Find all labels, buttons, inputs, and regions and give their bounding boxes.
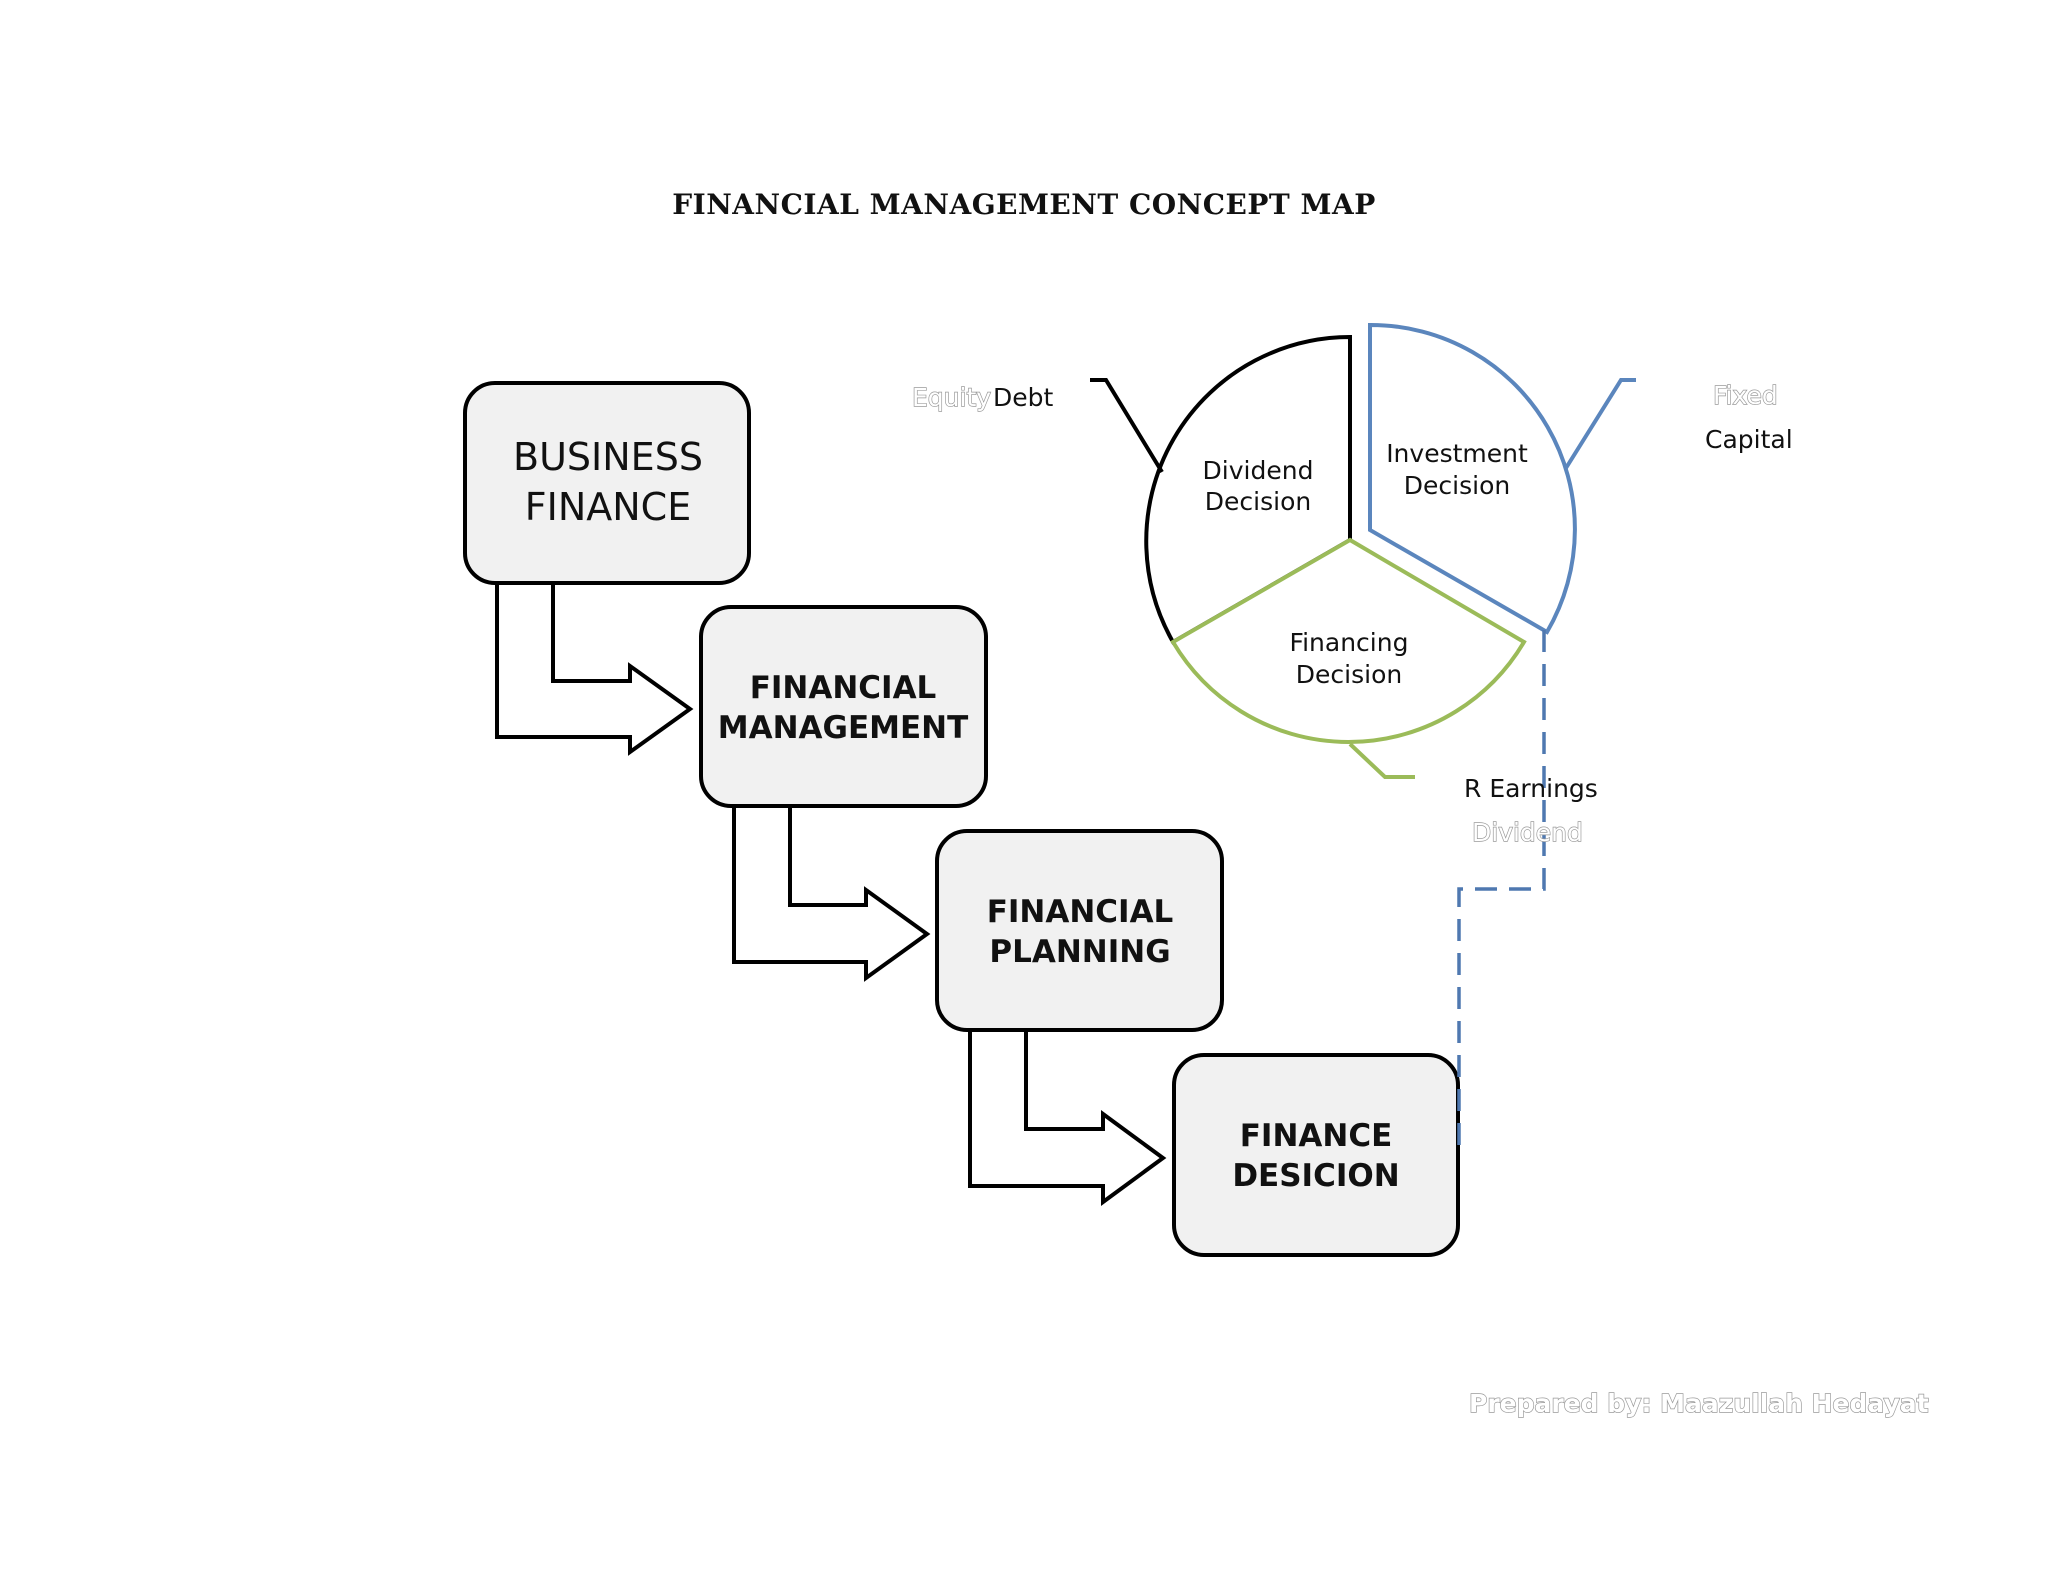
pie-label-financing-line1: Financing: [1290, 628, 1409, 657]
label-equity: Equity: [912, 383, 991, 412]
pie-segment-financing: [1170, 537, 1527, 745]
box-financial-management: FINANCIAL MANAGEMENT: [699, 605, 988, 808]
pie-segment-dividend: [1144, 334, 1352, 645]
connector-dashed-to-finance-decision: [1457, 630, 1546, 1150]
box-finance-decision-line2: DESICION: [1232, 1158, 1399, 1194]
callout-line-investment: [1564, 378, 1636, 470]
pie-segment-investment: [1368, 322, 1577, 635]
arrow-business-to-management: [495, 581, 694, 756]
box-finance-decision: FINANCE DESICION: [1172, 1053, 1460, 1257]
credit-text: Prepared by: Maazullah Hedayat: [1469, 1389, 1929, 1418]
arrow-management-to-planning: [732, 804, 931, 982]
pie-label-investment-line2: Decision: [1404, 471, 1510, 500]
pie-label-investment-line1: Investment: [1386, 439, 1528, 468]
label-capital: Capital: [1705, 425, 1793, 454]
arrow-planning-to-decision: [968, 1028, 1167, 1206]
box-business-finance-line1: BUSINESS: [513, 435, 703, 479]
decision-pie: Dividend Decision Investment Decision Fi…: [1144, 322, 1577, 745]
pie-label-dividend-line2: Decision: [1205, 487, 1311, 516]
pie-label-financing-line2: Decision: [1296, 660, 1402, 689]
box-financial-planning-line2: PLANNING: [989, 934, 1170, 970]
box-financial-management-line2: MANAGEMENT: [718, 710, 969, 746]
page-title: FINANCIAL MANAGEMENT CONCEPT MAP: [672, 188, 1376, 221]
label-fixed: Fixed: [1713, 381, 1778, 410]
pie-label-dividend-line1: Dividend: [1203, 456, 1314, 485]
label-debt: Debt: [993, 383, 1054, 412]
callout-line-financing: [1348, 742, 1415, 779]
box-financial-management-line1: FINANCIAL: [750, 670, 937, 706]
label-dividend: Dividend: [1472, 818, 1583, 847]
box-financial-planning: FINANCIAL PLANNING: [935, 829, 1224, 1032]
callout-line-dividend: [1090, 378, 1164, 474]
box-business-finance-line2: FINANCE: [525, 485, 691, 529]
box-financial-planning-line1: FINANCIAL: [987, 894, 1174, 930]
box-finance-decision-line1: FINANCE: [1240, 1118, 1393, 1154]
box-business-finance: BUSINESS FINANCE: [463, 381, 751, 585]
label-r-earnings: R Earnings: [1464, 774, 1598, 803]
